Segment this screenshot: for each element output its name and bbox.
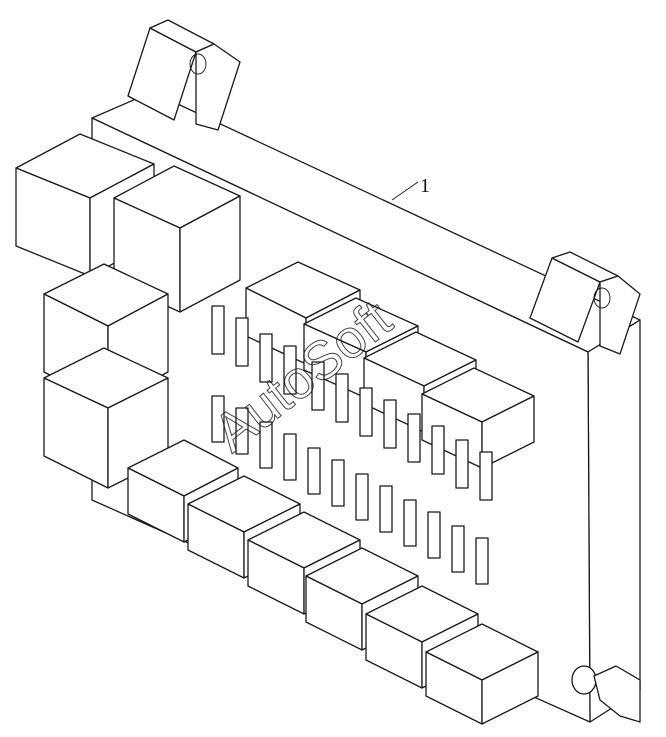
side-bolt <box>571 665 641 723</box>
small-relay-6 <box>425 623 539 725</box>
mounting-bracket-right <box>529 251 641 355</box>
small-relay-3 <box>247 511 361 615</box>
bracket-hole-right <box>593 287 611 309</box>
callout-label: 1 <box>420 175 430 197</box>
bracket-hole-left <box>189 53 207 75</box>
mounting-bracket-left <box>127 19 241 131</box>
fuse-row-lower <box>211 395 489 585</box>
callout-leader <box>391 181 419 201</box>
fuse-row-upper <box>211 305 493 501</box>
housing-right-face <box>587 319 641 723</box>
